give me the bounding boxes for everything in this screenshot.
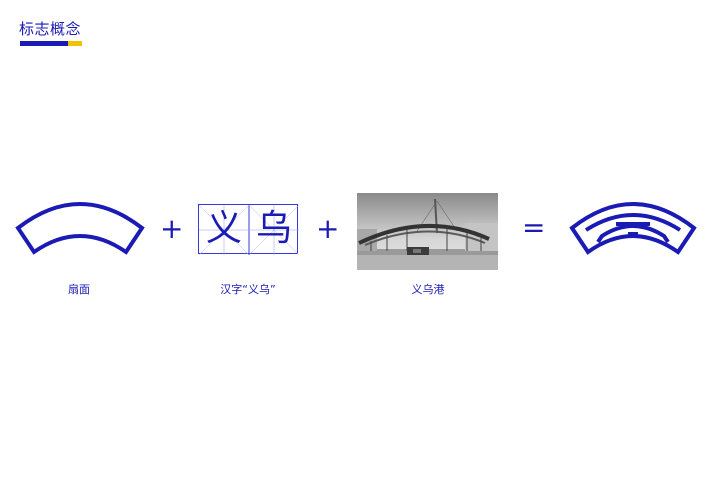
caption-port: 义乌港	[411, 283, 445, 296]
fan-shape-icon	[15, 202, 145, 255]
character-grid: 义 乌	[198, 204, 299, 255]
equals-sign: =	[522, 211, 546, 244]
character-wu: 乌	[255, 208, 292, 249]
title-underline-yellow	[68, 41, 82, 46]
logo-emblem-icon	[569, 202, 697, 255]
plus-sign: +	[160, 212, 184, 245]
title-underline-blue	[20, 41, 68, 46]
caption-characters: 汉字“义乌”	[220, 283, 276, 296]
port-photo	[357, 193, 498, 270]
character-yi: 义	[205, 208, 242, 249]
grid-lines	[199, 205, 299, 255]
page-title: 标志概念	[19, 20, 82, 38]
plus-sign: +	[316, 212, 340, 245]
caption-fan: 扇面	[68, 283, 90, 296]
